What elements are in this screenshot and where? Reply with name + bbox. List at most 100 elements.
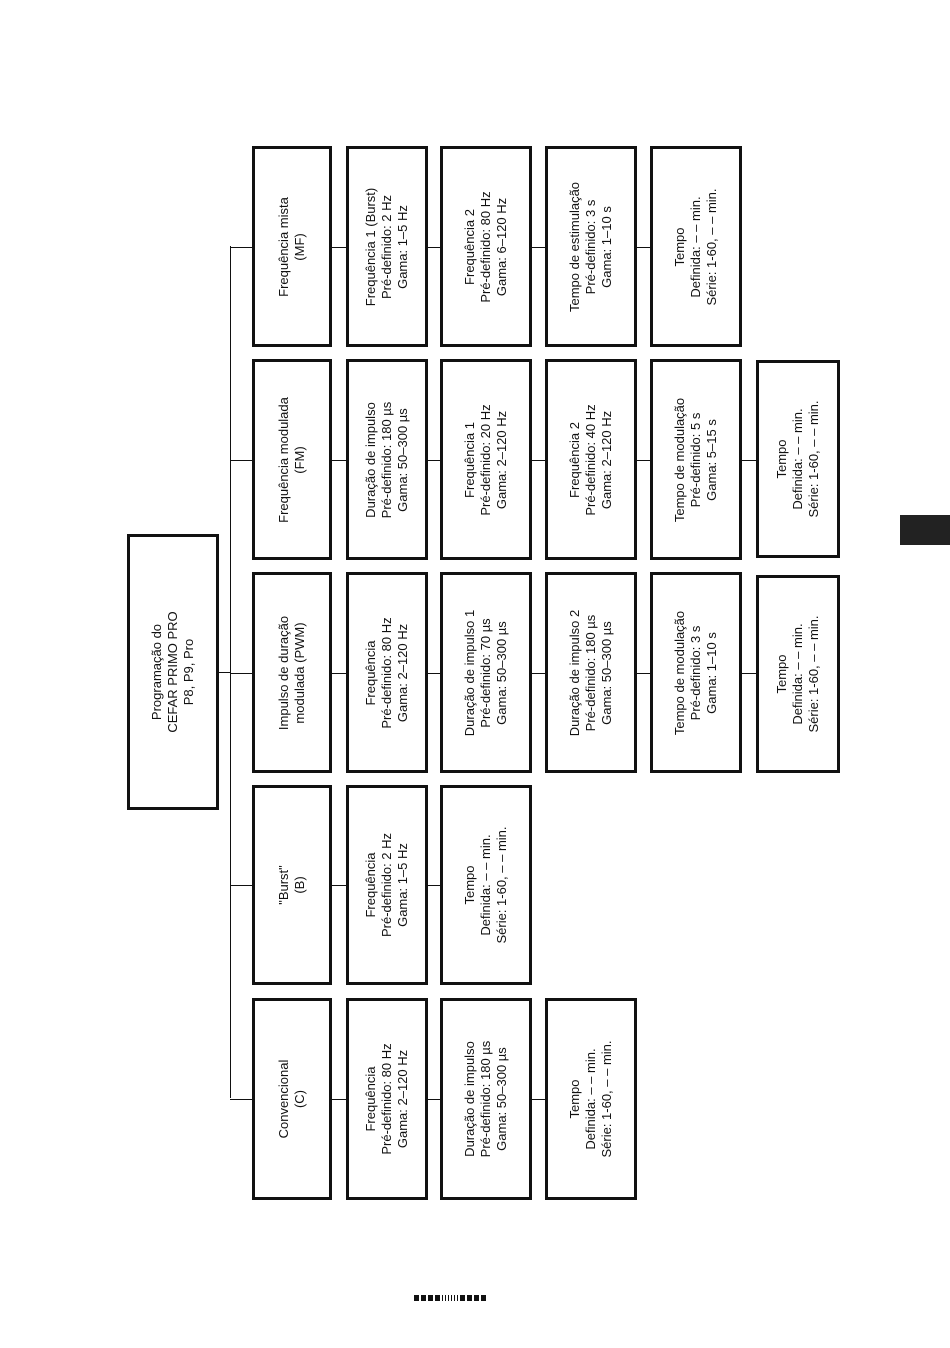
param-box-mf-2-line: Frequência 2 <box>462 208 477 285</box>
header-box-b-line: (B) <box>292 876 307 894</box>
param-box-pwm-3-line: Gama: 50–300 µs <box>599 620 614 725</box>
param-box-fm-4-line: Tempo de modulação <box>672 397 687 522</box>
footer-tick <box>451 1295 452 1301</box>
chain-connector-pwm-1 <box>428 673 440 674</box>
param-box-pwm-4-line: Tempo de modulação <box>672 610 687 735</box>
param-box-c-2-line: Duração de impulso <box>462 1041 477 1157</box>
param-box-pwm-4-line: Pré-definido: 3 s <box>688 625 703 720</box>
header-box-fm: Frequência modulada(FM) <box>252 359 332 560</box>
page-footer-marker <box>414 1295 486 1301</box>
param-box-pwm-1-line: Pré-definido: 80 Hz <box>379 616 394 729</box>
root-box-cefar-primo-pro-line: CEFAR PRIMO PRO <box>165 611 180 733</box>
chain-connector-c-0 <box>332 1099 346 1100</box>
root-box-cefar-primo-pro-line: P8, P9, Pro <box>181 638 196 706</box>
footer-tick <box>442 1295 443 1301</box>
footer-tick <box>457 1295 458 1301</box>
header-box-fm-text: Frequência modulada(FM) <box>276 397 308 523</box>
footer-tick <box>460 1295 465 1301</box>
header-box-fm-line: (FM) <box>292 445 307 474</box>
branch-connector-b <box>230 885 252 886</box>
param-box-c-1-line: Frequência <box>363 1066 378 1132</box>
param-box-fm-3-line: Gama: 2–120 Hz <box>599 410 614 509</box>
param-box-pwm-2-line: Gama: 50–300 µs <box>494 620 509 725</box>
header-box-b-line: "Burst" <box>276 865 291 905</box>
footer-tick <box>474 1295 479 1301</box>
param-box-c-1-line: Pré-definido: 80 Hz <box>379 1043 394 1155</box>
param-box-fm-3-line: Frequência 2 <box>567 421 582 498</box>
param-box-c-1-line: Gama: 2–120 Hz <box>395 1049 410 1149</box>
chain-connector-pwm-2 <box>532 673 545 674</box>
param-box-fm-1-line: Duração de impulso <box>363 401 378 518</box>
branch-connector-pwm <box>230 673 252 674</box>
header-box-mf-line: (MF) <box>292 232 307 261</box>
param-box-mf-3-line: Gama: 1–10 s <box>599 205 614 288</box>
chain-connector-mf-2 <box>532 247 545 248</box>
footer-tick <box>445 1295 446 1301</box>
branch-connector-fm <box>230 460 252 461</box>
chain-connector-b-0 <box>332 885 346 886</box>
param-box-c-2-line: Gama: 50–300 µs <box>494 1047 509 1151</box>
branch-connector-mf <box>230 247 252 248</box>
param-box-mf-4-line: Tempo <box>672 226 687 267</box>
param-box-pwm-2-line: Duração de impulso 1 <box>462 609 477 736</box>
param-box-mf-4-line: Série: 1-60, – – min. <box>704 187 719 306</box>
param-box-pwm-1-line: Frequência <box>363 639 378 706</box>
param-box-mf-3-line: Tempo de estimulação <box>567 181 582 312</box>
chain-connector-mf-1 <box>428 247 440 248</box>
param-box-fm-2-line: Frequência 1 <box>462 421 477 498</box>
chain-connector-fm-3 <box>637 460 650 461</box>
trunk-vertical-line <box>230 246 231 1098</box>
param-box-mf-3-line: Pré-definido: 3 s <box>583 199 598 294</box>
param-box-fm-5-line: Série: 1-60, – – min. <box>806 400 821 518</box>
chapter-tab-marker <box>900 515 950 545</box>
param-box-fm-3-line: Pré-definido: 40 Hz <box>583 403 598 516</box>
param-box-mf-1-line: Pré-definido: 2 Hz <box>379 194 394 299</box>
chain-connector-mf-0 <box>332 247 346 248</box>
footer-tick <box>481 1295 486 1301</box>
chain-connector-fm-0 <box>332 460 346 461</box>
header-box-b-text: "Burst"(B) <box>276 865 308 905</box>
chain-connector-pwm-3 <box>637 673 650 674</box>
param-box-fm-2-line: Gama: 2–120 Hz <box>494 410 509 509</box>
footer-tick <box>421 1295 426 1301</box>
header-box-b: "Burst"(B) <box>252 785 332 985</box>
header-box-c-line: (C) <box>292 1089 307 1109</box>
header-box-fm-line: Frequência modulada <box>276 396 291 523</box>
param-box-b-2-line: Definida: – – min. <box>478 834 493 936</box>
param-box-b-1-line: Gama: 1–5 Hz <box>395 843 410 927</box>
param-box-c-3-line: Definida: – – min. <box>583 1048 598 1150</box>
param-box-mf-4-line: Definida: – – min. <box>688 195 703 298</box>
param-box-fm-2-line: Pré-definido: 20 Hz <box>478 403 493 516</box>
footer-tick <box>414 1295 419 1301</box>
footer-tick <box>435 1295 440 1301</box>
param-box-pwm-3-line: Pré-definido: 180 µs <box>583 614 598 731</box>
param-box-fm-4-line: Pré-definido: 5 s <box>688 412 703 507</box>
param-box-pwm-5-line: Tempo <box>774 654 789 694</box>
footer-tick <box>467 1295 472 1301</box>
